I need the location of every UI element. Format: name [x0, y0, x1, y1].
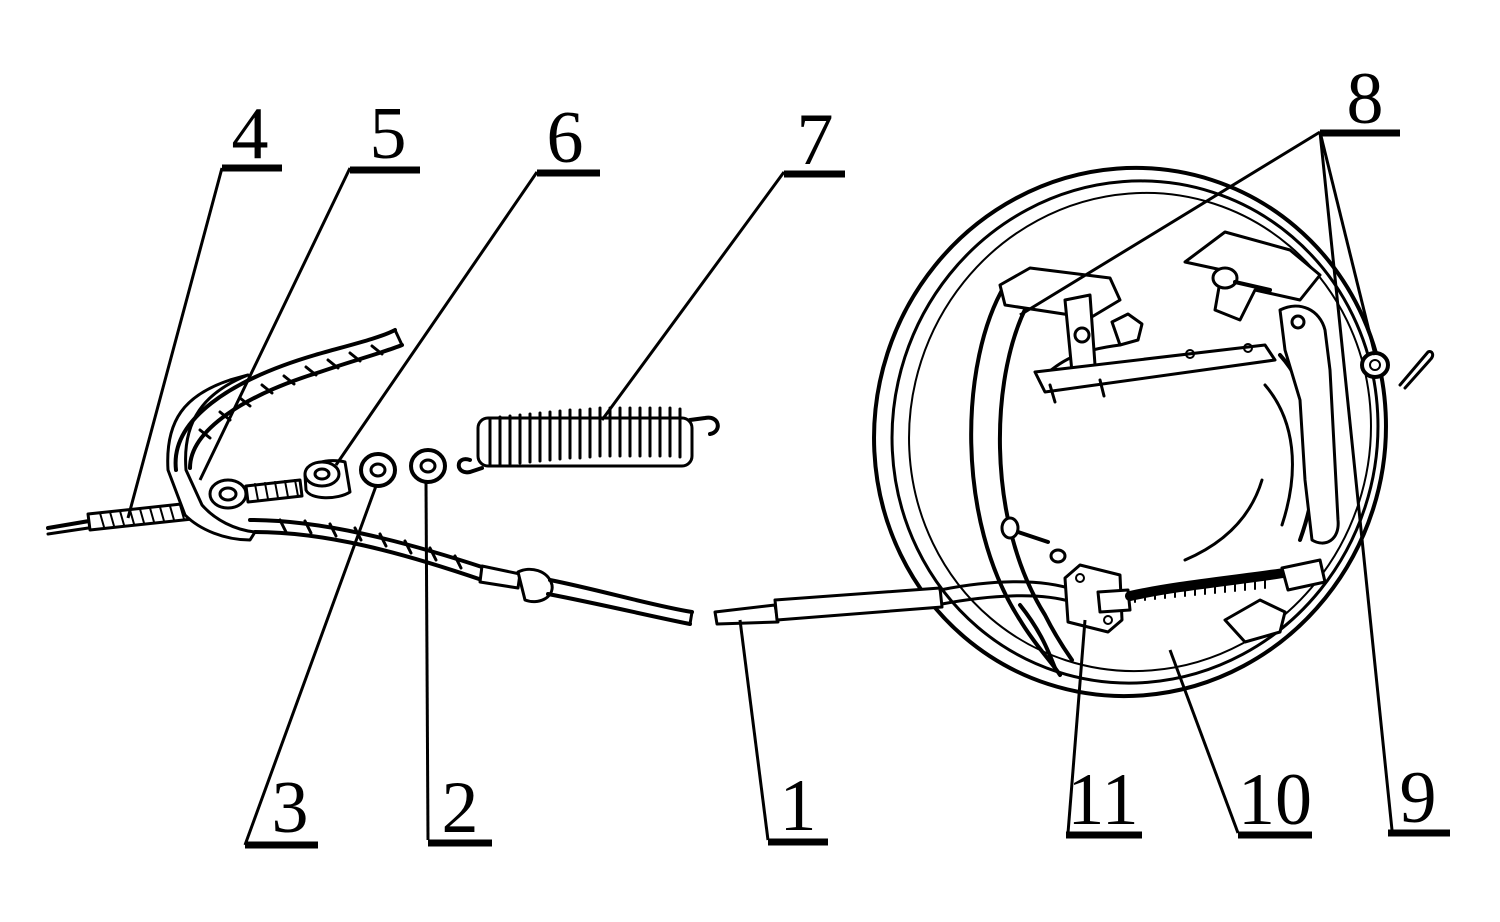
callout-number-3: 3	[272, 767, 309, 849]
brake-backing-plate-assembly	[713, 165, 1435, 699]
strut-bar	[1033, 343, 1277, 404]
callout-10: 10	[1238, 759, 1312, 841]
return-spring	[456, 406, 720, 475]
callout-number-9: 9	[1400, 757, 1437, 839]
cable-guide	[1063, 563, 1132, 634]
callout-4: 4	[222, 93, 282, 175]
callout-number-11: 11	[1067, 759, 1138, 841]
brake-cable-sheath	[713, 580, 1077, 626]
nut	[409, 448, 447, 484]
callout-number-1: 1	[780, 765, 817, 847]
upper-bracket-pin	[1183, 230, 1322, 322]
upper-cable-strand	[173, 328, 404, 472]
callout-number-7: 7	[797, 99, 834, 181]
callout-3: 3	[245, 767, 318, 849]
adjuster-screw	[1000, 516, 1067, 564]
washer	[359, 452, 397, 488]
lower-cable-strand	[248, 518, 694, 626]
cable-coil-spring	[1125, 558, 1327, 603]
callout-2: 2	[428, 767, 492, 849]
callout-11: 11	[1066, 759, 1142, 841]
callout-1: 1	[768, 765, 828, 847]
callout-number-2: 2	[442, 767, 479, 849]
parking-lever	[1278, 304, 1340, 545]
retainer-clip	[1360, 350, 1435, 390]
callout-6: 6	[537, 97, 600, 179]
callout-number-5: 5	[370, 93, 407, 175]
threaded-cable-end	[46, 500, 204, 536]
sleeve-bushing	[303, 459, 352, 500]
callout-5: 5	[350, 93, 420, 175]
leader-lines	[126, 130, 1394, 846]
callout-number-4: 4	[232, 93, 269, 175]
backing-plate	[872, 165, 1388, 699]
callout-number-8: 8	[1347, 58, 1384, 140]
equalizer-bracket	[166, 373, 304, 542]
callout-number-10: 10	[1238, 759, 1312, 841]
callout-number-6: 6	[547, 97, 584, 179]
callout-9: 9	[1388, 757, 1450, 839]
callout-8: 8	[1320, 58, 1400, 140]
callout-7: 7	[784, 99, 845, 181]
left-cable-assembly	[46, 328, 720, 626]
anchor-block	[998, 266, 1144, 374]
